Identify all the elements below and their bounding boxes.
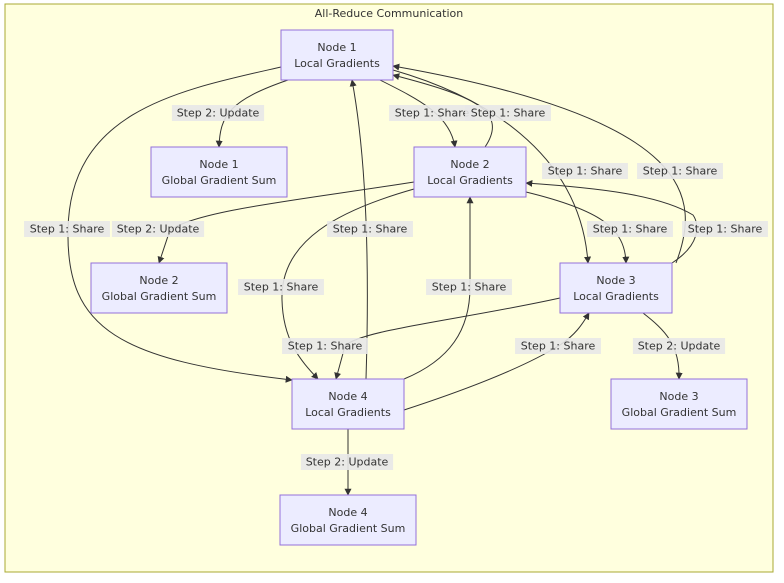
node-g3: Node 3 Global Gradient Sum — [610, 378, 748, 430]
edge-label-text: Step 1: Share — [244, 281, 319, 294]
node-role: Local Gradients — [305, 406, 391, 419]
edge-label-n4-to-g4: Step 2: Update — [300, 454, 394, 470]
node-box — [559, 262, 673, 314]
edge-label-background — [24, 221, 110, 237]
node-box — [280, 29, 394, 81]
edge-label-background — [111, 221, 205, 237]
edge-label-n3-to-n1: Step 1: Share — [637, 163, 723, 179]
node-box — [610, 378, 748, 430]
edge-label-text: Step 2: Update — [117, 223, 200, 236]
node-name: Node 1 — [317, 41, 356, 54]
node-box — [90, 262, 228, 314]
node-role: Local Gradients — [573, 290, 659, 303]
edge-label-text: Step 2: Update — [306, 456, 389, 469]
node-box — [150, 146, 288, 198]
edge-label-text: Step 1: Share — [395, 107, 470, 120]
node-name: Node 2 — [139, 274, 178, 287]
edge-label-n1-to-g1: Step 2: Update — [171, 105, 265, 121]
edge-n4-to-n1 — [349, 79, 368, 380]
node-role: Global Gradient Sum — [162, 174, 277, 187]
edge-label-n1-to-n4: Step 1: Share — [24, 221, 110, 237]
node-n2: Node 2 Local Gradients — [413, 146, 527, 198]
edge-label-n2-to-n1: Step 1: Share — [465, 105, 551, 121]
node-name: Node 4 — [328, 390, 367, 403]
edge-label-background — [238, 279, 324, 295]
edge-label-background — [389, 105, 475, 121]
node-n1: Node 1 Local Gradients — [280, 29, 394, 81]
edge-label-background — [171, 105, 265, 121]
node-name: Node 3 — [659, 390, 698, 403]
edge-label-n3-to-n2: Step 1: Share — [682, 221, 768, 237]
edge-label-n1-to-n2: Step 1: Share — [389, 105, 475, 121]
edge-n2-to-n1 — [392, 73, 493, 148]
node-g2: Node 2 Global Gradient Sum — [90, 262, 228, 314]
edge-label-n3-to-n4: Step 1: Share — [282, 338, 368, 354]
node-g1: Node 1 Global Gradient Sum — [150, 146, 288, 198]
edge-n3-to-n2 — [525, 179, 698, 264]
edge-label-n2-to-n4: Step 1: Share — [238, 279, 324, 295]
edge-label-background — [637, 163, 723, 179]
edge-label-text: Step 1: Share — [548, 165, 623, 178]
node-role: Local Gradients — [294, 57, 380, 70]
edge-label-background — [300, 454, 394, 470]
edge-label-text: Step 1: Share — [288, 340, 363, 353]
edge-label-text: Step 1: Share — [643, 165, 718, 178]
edge-label-background — [426, 279, 512, 295]
node-name: Node 1 — [199, 158, 238, 171]
edge-label-text: Step 1: Share — [432, 281, 507, 294]
edge-label-n4-to-n1: Step 1: Share — [327, 221, 413, 237]
edge-label-n3-to-g3: Step 2: Update — [632, 338, 726, 354]
edge-label-background — [542, 163, 628, 179]
node-box — [279, 494, 417, 546]
edge-label-n4-to-n2: Step 1: Share — [426, 279, 512, 295]
node-name: Node 3 — [596, 274, 635, 287]
edge-label-text: Step 2: Update — [638, 340, 721, 353]
edge-label-text: Step 1: Share — [521, 340, 596, 353]
edges-layer — [67, 63, 698, 496]
node-box — [413, 146, 527, 198]
node-n4: Node 4 Local Gradients — [291, 378, 405, 430]
edge-label-text: Step 2: Update — [177, 107, 260, 120]
node-g4: Node 4 Global Gradient Sum — [279, 494, 417, 546]
edge-label-n4-to-n3: Step 1: Share — [515, 338, 601, 354]
node-name: Node 4 — [328, 506, 367, 519]
edge-label-text: Step 1: Share — [688, 223, 763, 236]
edge-n4-to-n3 — [403, 312, 590, 411]
node-role: Local Gradients — [427, 174, 513, 187]
edge-label-n1-to-n3: Step 1: Share — [542, 163, 628, 179]
edge-label-background — [327, 221, 413, 237]
edge-n1-to-n3 — [392, 69, 592, 264]
node-role: Global Gradient Sum — [102, 290, 217, 303]
edge-label-background — [465, 105, 551, 121]
edge-label-n2-to-g2: Step 2: Update — [111, 221, 205, 237]
edge-label-text: Step 1: Share — [593, 223, 668, 236]
node-role: Global Gradient Sum — [622, 406, 737, 419]
edge-label-background — [282, 338, 368, 354]
edge-label-background — [682, 221, 768, 237]
edge-label-background — [632, 338, 726, 354]
diagram-title: All-Reduce Communication — [315, 7, 464, 20]
edge-label-background — [587, 221, 673, 237]
edge-label-text: Step 1: Share — [30, 223, 105, 236]
edge-label-n2-to-n3: Step 1: Share — [587, 221, 673, 237]
node-role: Global Gradient Sum — [291, 522, 406, 535]
node-box — [291, 378, 405, 430]
edge-label-text: Step 1: Share — [333, 223, 408, 236]
node-n3: Node 3 Local Gradients — [559, 262, 673, 314]
edge-label-background — [515, 338, 601, 354]
node-name: Node 2 — [450, 158, 489, 171]
edge-label-text: Step 1: Share — [471, 107, 546, 120]
